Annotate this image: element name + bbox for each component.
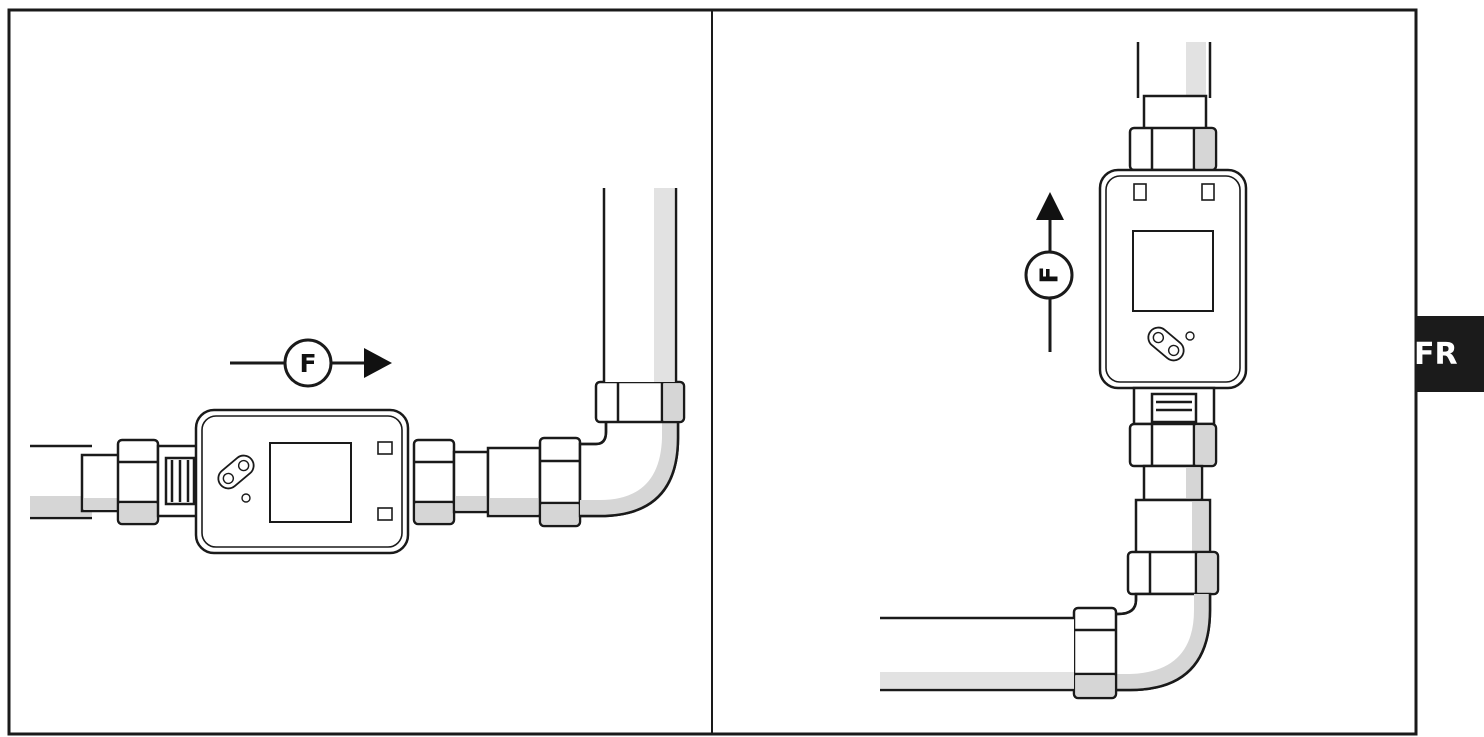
language-tab: FR (1414, 316, 1484, 392)
sensor-outlet-connector (1132, 386, 1216, 426)
flow-circle-vertical (1024, 250, 1074, 300)
pipe-elbow-vertical (1110, 592, 1212, 692)
language-tab-label: FR (1414, 336, 1458, 372)
inlet-nut (116, 438, 160, 526)
sensor-inlet-connector (156, 444, 200, 518)
panel-vertical (880, 42, 1248, 700)
top-nut (1128, 126, 1218, 172)
vertical-pipe-nut (594, 380, 686, 424)
button-plate-vertical (1147, 326, 1185, 362)
flow-arrow-right (364, 348, 392, 378)
horizontal-pipe-nut (1072, 606, 1118, 700)
lower-nut (1128, 422, 1218, 468)
bottom-pipe (880, 616, 1074, 692)
flow-indicator-vertical: F (1024, 192, 1074, 352)
sensor-display-vertical (1132, 230, 1214, 312)
button-plate (217, 454, 255, 490)
lower-elbow-nut (1126, 550, 1220, 596)
flow-sensor-body-vertical (1098, 168, 1248, 390)
sensor-display (269, 442, 352, 523)
flow-indicator-horizontal: F (230, 338, 392, 388)
flow-label-horizontal: F (299, 349, 316, 378)
flow-arrow-up (1036, 192, 1064, 220)
panel-horizontal (30, 188, 686, 555)
top-pipe (1136, 42, 1212, 132)
flow-label-vertical: F (1035, 266, 1064, 283)
flow-sensor-body (194, 408, 410, 555)
flow-circle (283, 338, 333, 388)
elbow-nut (538, 436, 582, 528)
outlet-nut (412, 438, 456, 526)
pipe-elbow (578, 418, 680, 518)
outlet-pipe-vertical (602, 188, 678, 382)
